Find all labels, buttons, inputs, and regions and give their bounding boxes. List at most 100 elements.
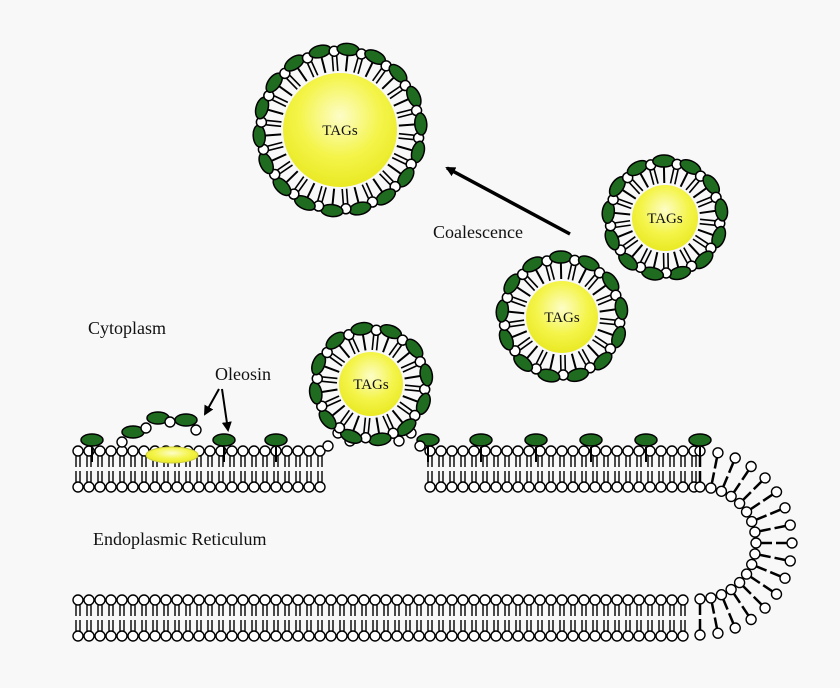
- lipid-tail: [528, 277, 538, 288]
- phospholipid-head: [742, 569, 752, 579]
- phospholipid-head: [513, 482, 523, 492]
- phospholipid-head: [716, 486, 726, 496]
- lipid-tail: [322, 381, 337, 382]
- lipid-tail: [712, 472, 714, 483]
- phospholipid-head: [787, 538, 797, 548]
- phospholipid-head: [271, 482, 281, 492]
- phospholipid-head: [161, 595, 171, 605]
- lipid-tail: [734, 483, 740, 492]
- phospholipid-head: [117, 437, 127, 447]
- phospholipid-head: [746, 462, 756, 472]
- lipid-tail: [398, 138, 413, 139]
- lipid-tail: [268, 142, 283, 146]
- lipid-tail: [377, 335, 378, 350]
- phospholipid-head: [128, 595, 138, 605]
- lipid-tail: [754, 597, 762, 605]
- phospholipid-head: [381, 631, 391, 641]
- lipid-tail: [546, 266, 550, 280]
- lipid-tail: [269, 147, 284, 151]
- lipid-tail: [550, 265, 554, 279]
- phospholipid-head: [227, 631, 237, 641]
- phospholipid-head: [546, 631, 556, 641]
- lipid-tail: [332, 56, 333, 71]
- phospholipid-head: [623, 446, 633, 456]
- phospholipid-head: [95, 595, 105, 605]
- phospholipid-head: [304, 631, 314, 641]
- phospholipid-head: [706, 593, 716, 603]
- phospholipid-head: [260, 446, 270, 456]
- phospholipid-head: [183, 595, 193, 605]
- phospholipid-head: [150, 482, 160, 492]
- phospholipid-head: [771, 487, 781, 497]
- phospholipid-head: [84, 631, 94, 641]
- phospholipid-head: [95, 446, 105, 456]
- phospholipid-head: [568, 631, 578, 641]
- phospholipid-head: [623, 631, 633, 641]
- phospholipid-head: [161, 482, 171, 492]
- phospholipid-head: [480, 631, 490, 641]
- phospholipid-head: [370, 595, 380, 605]
- phospholipid-head: [84, 482, 94, 492]
- phospholipid-head: [194, 482, 204, 492]
- lipid-tail: [742, 471, 748, 480]
- phospholipid-head: [590, 595, 600, 605]
- lipid-tail: [743, 586, 751, 594]
- phospholipid-head: [139, 482, 149, 492]
- lipid-tail: [354, 58, 358, 72]
- lipid-tail: [287, 79, 297, 90]
- phospholipid-head: [480, 595, 490, 605]
- phospholipid-head: [667, 631, 677, 641]
- phospholipid-head: [502, 446, 512, 456]
- phospholipid-head: [249, 595, 259, 605]
- phospholipid-head: [282, 446, 292, 456]
- lipid-tail: [760, 555, 771, 557]
- phospholipid-head: [415, 441, 425, 451]
- phospholipid-head: [590, 631, 600, 641]
- oleosin-protein: [635, 434, 657, 446]
- lipid-tail: [756, 515, 766, 519]
- phospholipid-head: [293, 631, 303, 641]
- phospholipid-head: [750, 549, 760, 559]
- phospholipid-head: [502, 631, 512, 641]
- phospholipid-head: [469, 482, 479, 492]
- oleosin-protein: [470, 434, 492, 446]
- lipid-tail: [650, 170, 654, 184]
- phospholipid-head: [678, 631, 688, 641]
- phospholipid-head: [205, 446, 215, 456]
- nascent-tag-lens: [146, 447, 198, 463]
- tags-label: TAGs: [647, 211, 683, 227]
- lipid-tail: [510, 325, 525, 327]
- lipid-tail: [372, 335, 373, 350]
- phospholipid-head: [271, 595, 281, 605]
- phospholipid-head: [645, 482, 655, 492]
- phospholipid-head: [414, 595, 424, 605]
- phospholipid-head: [128, 482, 138, 492]
- lipid-tail: [322, 377, 337, 378]
- phospholipid-head: [656, 595, 666, 605]
- phospholipid-head: [249, 446, 259, 456]
- phospholipid-head: [128, 631, 138, 641]
- lipid-droplet: TAGs: [308, 321, 434, 447]
- phospholipid-head: [106, 482, 116, 492]
- oleosin-protein: [580, 434, 602, 446]
- er-membrane: [73, 412, 797, 641]
- phospholipid-head: [425, 482, 435, 492]
- phospholipid-head: [95, 482, 105, 492]
- phospholipid-head: [293, 595, 303, 605]
- phospholipid-head: [227, 595, 237, 605]
- phospholipid-head: [381, 595, 391, 605]
- phospholipid-head: [726, 585, 736, 595]
- phospholipid-head: [480, 482, 490, 492]
- phospholipid-head: [348, 595, 358, 605]
- phospholipid-head: [194, 595, 204, 605]
- oleosin-protein: [714, 198, 729, 221]
- phospholipid-head: [370, 631, 380, 641]
- phospholipid-head: [436, 631, 446, 641]
- phospholipid-head: [414, 631, 424, 641]
- phospholipid-head: [568, 482, 578, 492]
- phospholipid-head: [695, 594, 705, 604]
- phospholipid-head: [249, 631, 259, 641]
- phospholipid-head: [656, 631, 666, 641]
- phospholipid-head: [458, 631, 468, 641]
- phospholipid-head: [106, 595, 116, 605]
